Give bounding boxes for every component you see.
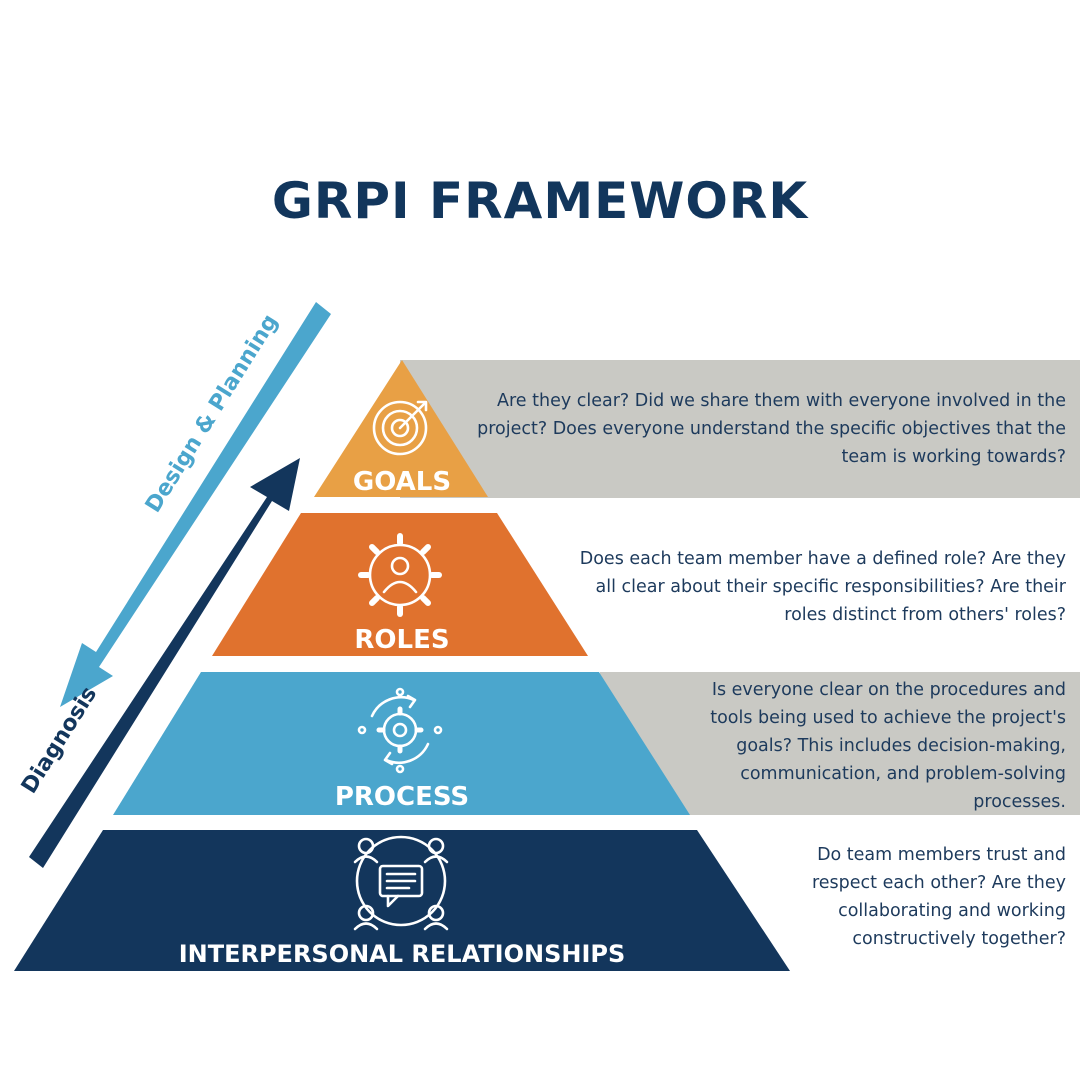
interpersonal-layer xyxy=(14,830,790,971)
goals-description: Are they clear? Did we share them with e… xyxy=(477,391,1066,467)
goals-band xyxy=(400,360,1080,498)
roles-label: ROLES xyxy=(354,625,449,655)
interpersonal-description: Do team members trust and respect each o… xyxy=(811,845,1066,949)
roles-layer xyxy=(212,513,588,656)
process-layer xyxy=(113,672,690,815)
roles-description: Does each team member have a defined rol… xyxy=(579,549,1066,625)
goals-label: GOALS xyxy=(353,467,451,497)
interpersonal-label: INTERPERSONAL RELATIONSHIPS xyxy=(179,940,626,968)
process-description: Is everyone clear on the procedures and … xyxy=(710,680,1066,812)
process-label: PROCESS xyxy=(335,782,469,812)
gear-person-icon xyxy=(358,533,442,617)
process-band xyxy=(600,672,1080,815)
gear-cycle-icon xyxy=(357,687,443,774)
target-icon xyxy=(372,400,428,456)
page-title: GRPI FRAMEWORK xyxy=(271,172,809,230)
team-chat-icon xyxy=(353,835,449,931)
